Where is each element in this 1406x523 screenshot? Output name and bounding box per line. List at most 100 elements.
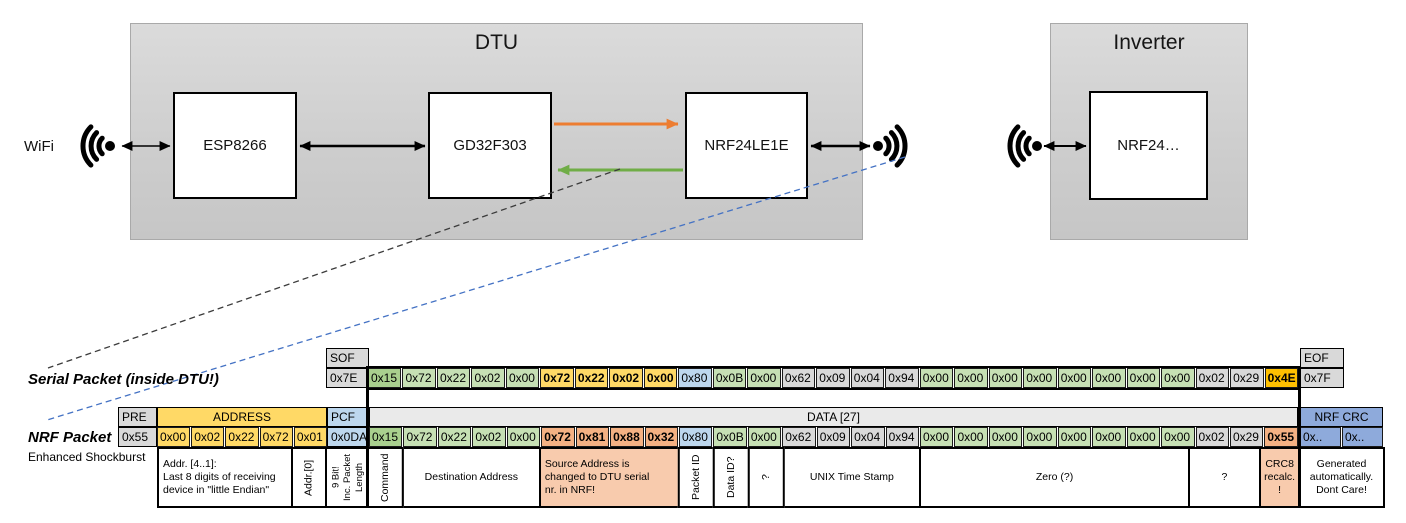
eof-header: EOF <box>1300 348 1344 368</box>
byte-cell: 0x22 <box>574 368 609 388</box>
thick-divider-right <box>1298 366 1301 508</box>
enhanced-shockburst-label: Enhanced Shockburst <box>28 450 146 464</box>
byte-cell: 0x02 <box>471 368 505 388</box>
byte-cell: 0x02 <box>609 368 643 388</box>
byte-cell: 0x00 <box>954 427 988 447</box>
address-header: ADDRESS <box>157 407 327 427</box>
byte-cell: 0x22 <box>437 427 472 447</box>
pre-header: PRE <box>118 407 157 427</box>
byte-cell: 0x00 <box>643 368 678 388</box>
byte-cell: 0x00 <box>1161 427 1195 447</box>
nrf-crc-value-row: 0x..0x.. <box>1300 427 1383 447</box>
data-note: Packet ID <box>678 447 715 508</box>
byte-cell: 0x02 <box>1195 368 1230 388</box>
component-label: ESP8266 <box>203 137 267 154</box>
wifi-icon-dtu-antenna <box>873 124 908 168</box>
byte-cell: 0x00 <box>506 427 541 447</box>
byte-cell: 0x55 <box>1264 427 1298 447</box>
thick-divider-left <box>366 366 369 508</box>
address-byte-cell: 0x72 <box>259 427 293 447</box>
sof-header: SOF <box>326 348 369 368</box>
inverter-title: Inverter <box>1113 31 1185 54</box>
byte-cell: 0x32 <box>644 427 678 447</box>
wifi-icon-left <box>80 124 115 168</box>
data-note: Data ID? <box>712 447 750 508</box>
byte-cell: 0x00 <box>505 368 540 388</box>
byte-cell: 0x88 <box>610 427 644 447</box>
data-note: Source Address is changed to DTU serial … <box>538 447 680 508</box>
byte-cell: 0x00 <box>988 427 1023 447</box>
crc-byte-cell: 0x.. <box>1300 427 1341 447</box>
byte-cell: 0x94 <box>885 427 919 447</box>
address-byte-cell: 0x00 <box>157 427 191 447</box>
data-header: DATA [27] <box>369 407 1298 427</box>
component-inverter-nrf24: NRF24… <box>1089 91 1208 200</box>
byte-cell: 0x00 <box>954 368 988 388</box>
component-esp8266: ESP8266 <box>173 92 297 199</box>
dtu-title: DTU <box>474 31 519 54</box>
data-note: Zero (?) <box>919 447 1190 508</box>
byte-cell: 0x04 <box>850 368 885 388</box>
nrf-crc-note: Generated automatically. Dont Care! <box>1298 447 1385 508</box>
byte-cell: 0x00 <box>1023 427 1057 447</box>
component-label: NRF24LE1E <box>704 137 789 154</box>
eof-value: 0x7F <box>1300 368 1344 388</box>
byte-cell: 0x0B <box>712 368 747 388</box>
byte-cell: 0x00 <box>1126 427 1161 447</box>
byte-cell: 0x00 <box>1092 368 1126 388</box>
byte-cell: 0x09 <box>816 368 850 388</box>
byte-cell: 0x29 <box>1230 368 1264 388</box>
address-note: Addr. [4..1]: Last 8 digits of receiving… <box>157 447 293 508</box>
address-byte-cell: 0x01 <box>293 427 328 447</box>
byte-cell: 0x72 <box>540 368 574 388</box>
byte-cell: 0x62 <box>781 368 816 388</box>
byte-cell: 0x09 <box>816 427 851 447</box>
component-label: GD32F303 <box>453 137 527 154</box>
byte-cell: 0x04 <box>851 427 885 447</box>
byte-cell: 0x00 <box>988 368 1023 388</box>
component-nrf24le1e: NRF24LE1E <box>685 92 808 199</box>
byte-cell: 0x00 <box>1092 427 1126 447</box>
data-note: ? <box>1187 447 1262 508</box>
byte-cell: 0x94 <box>885 368 919 388</box>
byte-cell: 0x15 <box>369 427 403 447</box>
byte-cell: 0x72 <box>402 368 436 388</box>
byte-cell: 0x00 <box>1126 368 1161 388</box>
wifi-label: WiFi <box>24 138 54 155</box>
byte-cell: 0x72 <box>403 427 437 447</box>
pre-value: 0x55 <box>118 427 157 447</box>
byte-cell: 0x72 <box>541 427 575 447</box>
data-note: CRC8 recalc. ! <box>1259 447 1301 508</box>
byte-cell: 0x0B <box>713 427 747 447</box>
byte-cell: 0x00 <box>1057 368 1092 388</box>
sof-value: 0x7E <box>326 368 369 388</box>
byte-cell: 0x80 <box>678 368 712 388</box>
byte-cell: 0x15 <box>368 368 402 388</box>
byte-cell: 0x02 <box>1195 427 1229 447</box>
pcf-header: PCF <box>327 407 369 427</box>
component-label: NRF24… <box>1117 137 1180 154</box>
data-note: Command <box>367 447 404 508</box>
data-note: Destination Address <box>401 447 541 508</box>
byte-cell: 0x00 <box>919 368 954 388</box>
byte-cell: 0x02 <box>472 427 506 447</box>
address-byte-cell: 0x02 <box>191 427 225 447</box>
byte-cell: 0x00 <box>747 427 782 447</box>
byte-cell: 0x4E <box>1264 368 1299 388</box>
pcf-value: 0x0DA <box>327 427 369 447</box>
serial-packet-label: Serial Packet (inside DTU!) <box>28 371 219 388</box>
byte-cell: 0x00 <box>920 427 954 447</box>
byte-cell: 0x62 <box>782 427 816 447</box>
byte-cell: 0x00 <box>1023 368 1057 388</box>
byte-cell: 0x00 <box>1161 368 1195 388</box>
byte-cell: 0x80 <box>678 427 713 447</box>
component-gd32f303: GD32F303 <box>428 92 552 199</box>
address-byte-cell: 0x22 <box>225 427 259 447</box>
nrf-crc-header: NRF CRC <box>1300 407 1383 427</box>
byte-cell: 0x29 <box>1229 427 1264 447</box>
data-note: UNIX Time Stamp <box>782 447 922 508</box>
